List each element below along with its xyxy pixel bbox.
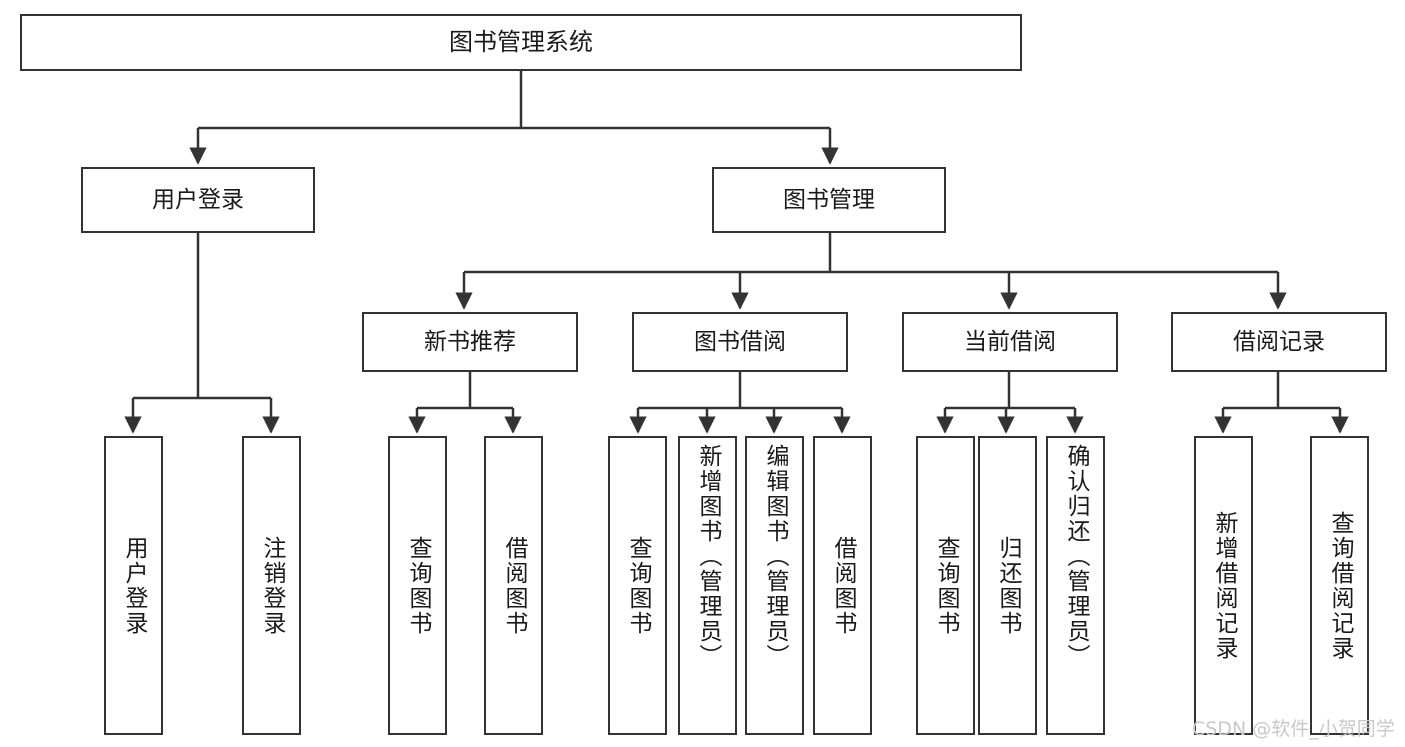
node-leaf-query-book-3[interactable]: 查询图书 (916, 436, 975, 735)
node-root-label: 图书管理系统 (449, 27, 593, 56)
node-leaf-borrow-book-1[interactable]: 借阅图书 (484, 436, 543, 735)
node-leaf-add-record[interactable]: 新增借阅记录 (1194, 436, 1253, 735)
node-leaf-user-login-label: 用户登录 (121, 535, 147, 636)
node-leaf-user-login[interactable]: 用户登录 (104, 436, 163, 735)
node-current-borrow[interactable]: 当前借阅 (902, 312, 1118, 372)
node-borrow-record[interactable]: 借阅记录 (1171, 312, 1387, 372)
csdn-watermark: CSDN @软件_小贺同学 (1192, 718, 1395, 740)
node-leaf-confirm-return[interactable]: 确认归还（管理员） (1046, 436, 1105, 735)
node-book-borrow-label: 图书借阅 (694, 328, 786, 355)
node-leaf-query-book-2[interactable]: 查询图书 (608, 436, 667, 735)
node-leaf-user-logout-label: 注销登录 (259, 535, 285, 636)
node-book-borrow[interactable]: 图书借阅 (632, 312, 848, 372)
node-leaf-query-book-3-label: 查询图书 (933, 535, 959, 636)
node-leaf-return-book[interactable]: 归还图书 (978, 436, 1037, 735)
node-leaf-borrow-book-2-label: 借阅图书 (830, 535, 856, 636)
node-leaf-query-book-1-label: 查询图书 (405, 535, 431, 636)
node-book-manage-label: 图书管理 (783, 186, 875, 213)
node-leaf-add-record-label: 新增借阅记录 (1211, 510, 1237, 661)
node-leaf-query-record-label: 查询借阅记录 (1327, 510, 1353, 661)
node-leaf-edit-book[interactable]: 编辑图书（管理员） (745, 436, 804, 735)
node-leaf-user-logout[interactable]: 注销登录 (242, 436, 301, 735)
node-leaf-confirm-return-label: 确认归还（管理员） (1063, 444, 1089, 669)
node-new-book-recommend[interactable]: 新书推荐 (362, 312, 578, 372)
node-book-manage[interactable]: 图书管理 (712, 167, 946, 233)
node-borrow-record-label: 借阅记录 (1233, 328, 1325, 355)
node-leaf-add-book-label: 新增图书（管理员） (695, 444, 721, 669)
node-leaf-query-book-1[interactable]: 查询图书 (388, 436, 447, 735)
node-leaf-edit-book-label: 编辑图书（管理员） (762, 444, 788, 669)
node-new-book-recommend-label: 新书推荐 (424, 328, 516, 355)
node-leaf-borrow-book-2[interactable]: 借阅图书 (813, 436, 872, 735)
node-leaf-add-book[interactable]: 新增图书（管理员） (678, 436, 737, 735)
node-leaf-query-book-2-label: 查询图书 (625, 535, 651, 636)
node-leaf-query-record[interactable]: 查询借阅记录 (1310, 436, 1369, 735)
node-leaf-borrow-book-1-label: 借阅图书 (501, 535, 527, 636)
node-leaf-return-book-label: 归还图书 (995, 535, 1021, 636)
node-user-login-label: 用户登录 (152, 186, 244, 213)
node-user-login[interactable]: 用户登录 (81, 167, 315, 233)
node-current-borrow-label: 当前借阅 (964, 328, 1056, 355)
node-root[interactable]: 图书管理系统 (20, 14, 1022, 71)
